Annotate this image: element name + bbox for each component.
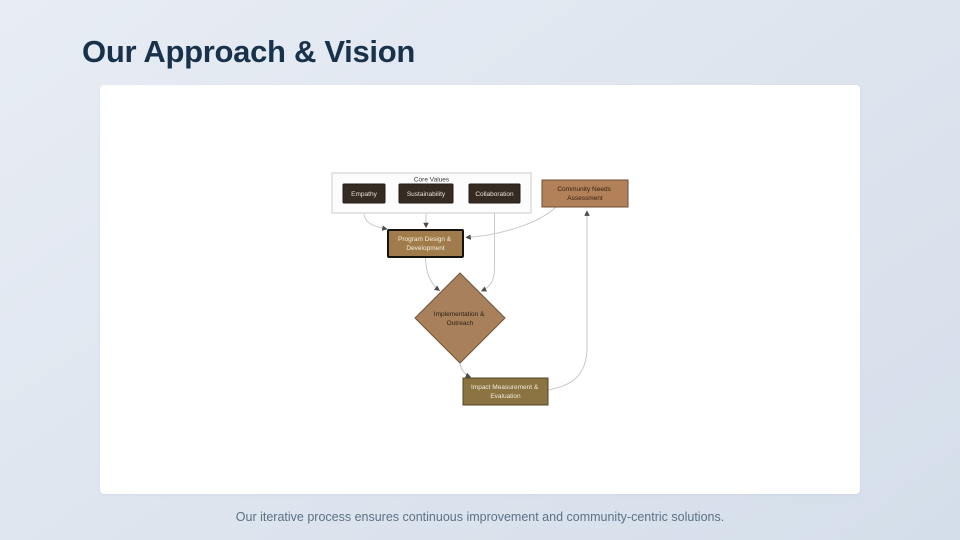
- node-implementation-label: Implementation & Outreach: [434, 311, 486, 327]
- flowchart-edges: [363, 203, 590, 391]
- node-empathy: [342, 183, 386, 204]
- edge-impact-to-community-needs: [547, 210, 590, 391]
- edge-program-design-to-implementation: [425, 256, 441, 291]
- node-empathy-label: Empathy: [351, 191, 377, 198]
- node-community-needs: [541, 179, 629, 208]
- impact-group: Impact Measurement & Evaluation: [462, 377, 549, 406]
- edge-community-needs-to-program-design: [465, 206, 557, 240]
- node-collaboration: [468, 183, 521, 204]
- node-community-needs-label: Community Needs Assessment: [557, 186, 612, 202]
- core-values-label: Core Values: [414, 177, 450, 184]
- node-sustainability: [398, 183, 454, 204]
- node-impact-label: Impact Measurement & Evaluation: [471, 384, 540, 400]
- slide-content-card: Core Values Empathy Sustainability Colla…: [100, 85, 860, 494]
- node-impact: [462, 377, 549, 406]
- program-design-group: Program Design & Development: [387, 229, 464, 258]
- edge-implementation-to-impact: [459, 362, 472, 378]
- node-program-design-label: Program Design & Development: [398, 236, 453, 252]
- implementation-group: Implementation & Outreach: [414, 272, 506, 364]
- node-implementation: [414, 272, 506, 364]
- core-values-group: Core Values Empathy Sustainability Colla…: [331, 172, 532, 214]
- edge-collaboration-to-implementation: [480, 203, 495, 292]
- page-title: Our Approach & Vision: [82, 34, 416, 69]
- footer-note: Our iterative process ensures continuous…: [235, 510, 725, 524]
- approach-flowchart: Core Values Empathy Sustainability Colla…: [331, 172, 629, 406]
- node-program-design: [387, 229, 464, 258]
- community-needs-group: Community Needs Assessment: [541, 179, 629, 208]
- node-collaboration-label: Collaboration: [475, 191, 514, 198]
- node-sustainability-label: Sustainability: [407, 191, 446, 198]
